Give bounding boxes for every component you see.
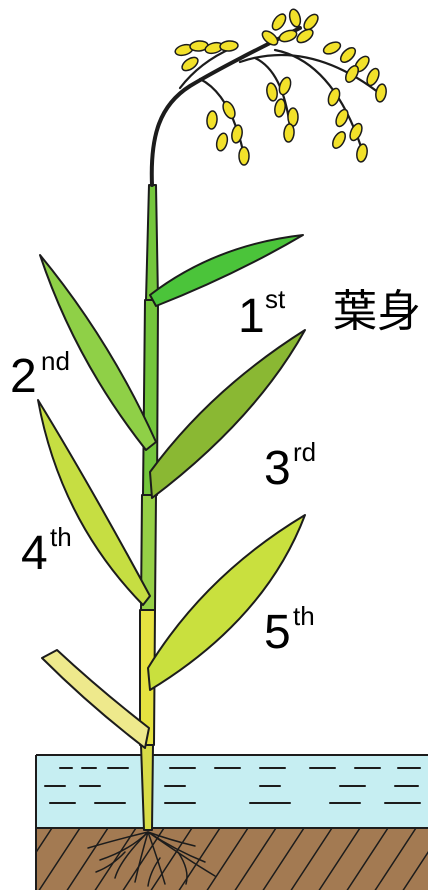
leaf-5 [148,515,305,690]
label-leaf-1-suffix: st [265,284,286,314]
label-leaf-2-suffix: nd [41,346,70,376]
label-leaf-blade: 葉身 [333,286,421,337]
grain [322,40,343,57]
grain [215,132,229,152]
grain [220,40,239,52]
label-leaf-5-suffix: th [293,601,315,631]
grain [330,130,348,151]
grain [277,76,293,96]
label-leaf-5-number: 5 [264,606,291,659]
label-leaf-4-suffix: th [50,522,72,552]
label-leaf-4: 4 th [21,522,72,580]
grain [375,83,388,102]
label-leaf-4-number: 4 [21,527,48,580]
label-leaf-3-number: 3 [264,442,291,495]
grain [356,143,369,162]
label-leaf-2: 2 nd [10,346,70,403]
grain [348,122,365,143]
grain [266,82,279,101]
grain [334,108,351,129]
stem-segment-base [141,745,153,830]
label-leaf-1: 1 st [238,284,286,343]
paddy-water [36,755,428,828]
grain [206,111,218,130]
panicle [152,8,388,185]
grain [283,124,295,143]
label-leaf-5: 5 th [264,601,315,659]
grain [338,45,358,65]
label-leaf-1-number: 1 [238,290,265,343]
label-leaf-3: 3 rd [264,437,316,495]
grain [343,64,361,85]
grain [221,100,238,121]
lower-dead-leaf [42,650,149,748]
label-leaf-3-suffix: rd [293,437,316,467]
grain [365,67,382,88]
stem-segment-top [146,185,158,300]
grain [274,98,287,117]
label-leaf-2-number: 2 [10,350,37,403]
grain [288,8,302,28]
grain [239,147,249,165]
grain [326,87,342,107]
grain [270,12,289,32]
soil [10,828,428,890]
grain [278,28,298,44]
